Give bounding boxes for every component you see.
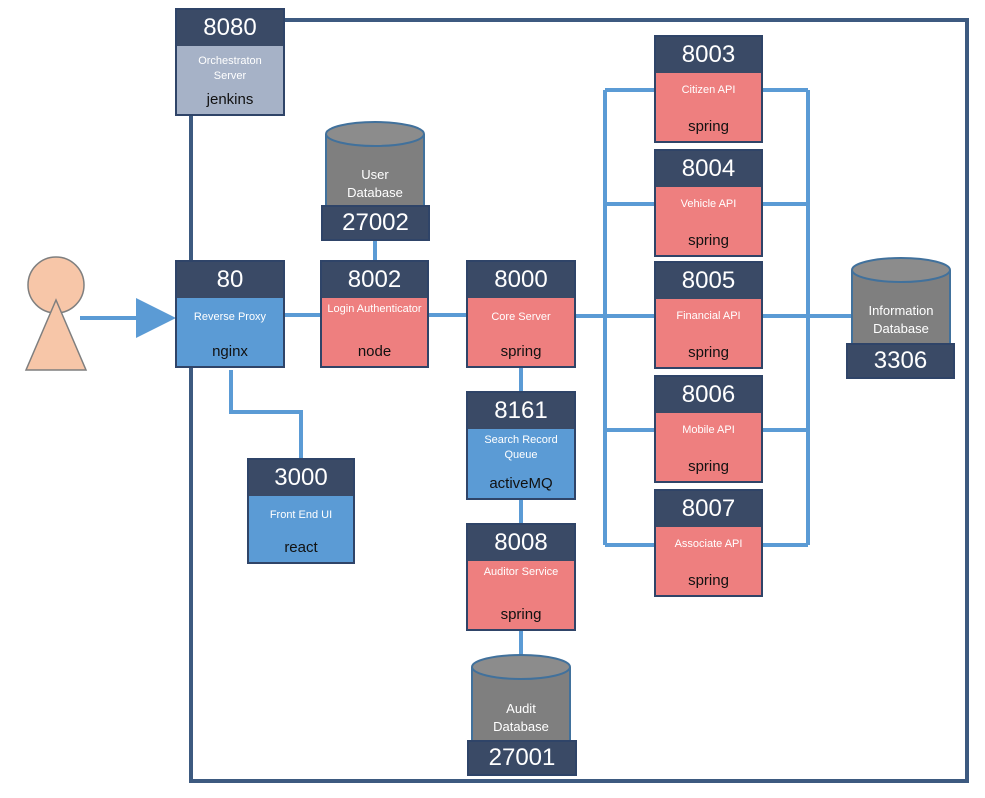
citizen-api-node: 8003 Citizen API spring <box>654 35 763 143</box>
login-authenticator-node: 8002 Login Authenticator node <box>320 260 429 368</box>
port-label: 8007 <box>656 491 761 529</box>
tech-label: spring <box>688 344 729 361</box>
user-icon <box>24 256 88 371</box>
port-label: 8003 <box>656 37 761 75</box>
port-label: 80 <box>177 262 283 300</box>
mobile-api-node: 8006 Mobile API spring <box>654 375 763 483</box>
system-boundary <box>189 18 969 783</box>
service-label: Vehicle API <box>680 198 737 210</box>
tech-label: spring <box>500 343 542 360</box>
vehicle-api-node: 8004 Vehicle API spring <box>654 149 763 257</box>
tech-label: spring <box>688 572 729 589</box>
service-label: Search Record Queue <box>484 434 558 461</box>
port-label: 8002 <box>322 262 427 300</box>
service-label: Core Server <box>491 311 551 323</box>
port-label: 8161 <box>468 393 574 431</box>
tech-label: react <box>284 539 318 556</box>
tech-label: node <box>357 343 392 360</box>
auditor-service-node: 8008 Auditor Service spring <box>466 523 576 631</box>
reverse-proxy-node: 80 Reverse Proxy nginx <box>175 260 285 368</box>
information-database-cylinder <box>851 257 951 346</box>
orchestration-server-node: 8080 Orchestraton Server jenkins <box>175 8 285 116</box>
service-label: Auditor Service <box>483 566 559 578</box>
service-label: Login Authenticator <box>327 303 422 315</box>
service-label: Reverse Proxy <box>193 311 267 323</box>
port-label: 8005 <box>656 263 761 301</box>
core-server-node: 8000 Core Server spring <box>466 260 576 368</box>
tech-label: jenkins <box>206 91 254 108</box>
audit-database-port: 27001 <box>467 740 577 776</box>
information-database-port: 3306 <box>846 343 955 379</box>
frontend-ui-node: 3000 Front End UI react <box>247 458 355 564</box>
port-label: 8080 <box>177 10 283 48</box>
financial-api-node: 8005 Financial API spring <box>654 261 763 369</box>
user-database-label: User Database <box>347 167 403 200</box>
tech-label: spring <box>500 606 542 623</box>
port-label: 8000 <box>468 262 574 300</box>
tech-label: nginx <box>212 343 248 360</box>
tech-label: activeMQ <box>489 475 553 492</box>
information-database-label: Information Database <box>868 303 934 336</box>
service-label: Citizen API <box>681 84 736 96</box>
port-label: 8006 <box>656 377 761 415</box>
tech-label: spring <box>688 232 729 249</box>
service-label: Associate API <box>674 538 743 550</box>
audit-database-cylinder <box>471 654 571 743</box>
service-label: Financial API <box>676 310 741 322</box>
audit-database-label: Audit Database <box>493 701 549 734</box>
associate-api-node: 8007 Associate API spring <box>654 489 763 597</box>
service-label: Mobile API <box>682 424 735 436</box>
service-label: Orchestraton Server <box>198 55 262 82</box>
port-label: 8004 <box>656 151 761 189</box>
service-label: Front End UI <box>269 509 333 521</box>
tech-label: spring <box>688 458 729 475</box>
user-database-port: 27002 <box>321 205 430 241</box>
connectors <box>229 88 852 662</box>
port-label: 3000 <box>249 460 353 498</box>
port-label: 8008 <box>468 525 574 563</box>
tech-label: spring <box>688 118 729 135</box>
search-record-queue-node: 8161 Search Record Queue activeMQ <box>466 391 576 500</box>
